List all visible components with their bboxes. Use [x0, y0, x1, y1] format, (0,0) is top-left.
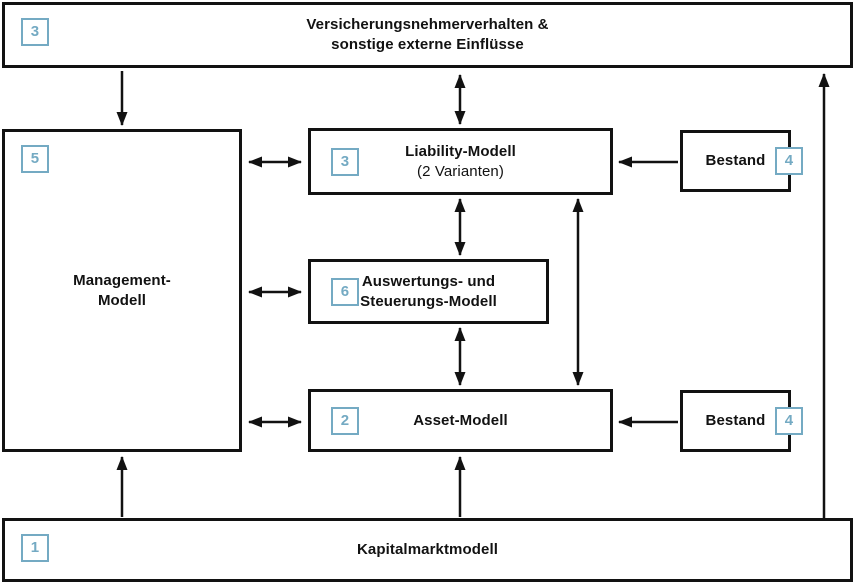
node-liability-modell: 3 Liability-Modell (2 Varianten) — [308, 128, 613, 195]
badge-kapitalmarkt: 1 — [21, 534, 49, 562]
label-line: Asset-Modell — [413, 411, 508, 429]
badge-external: 3 — [21, 18, 49, 46]
node-auswertungs-steuerungs-modell: 6 Auswertungs- und Steuerungs-Modell — [308, 259, 549, 324]
node-bestand-top-label: Bestand — [683, 151, 788, 171]
node-management-label: Management- Modell — [5, 271, 239, 311]
node-auswertung-label: Auswertungs- und Steuerungs-Modell — [311, 272, 546, 312]
badge-management: 5 — [21, 145, 49, 173]
node-bestand-bottom: 4 Bestand — [680, 390, 803, 452]
node-asset-label: Asset-Modell — [311, 411, 610, 431]
node-bestand-bottom-label: Bestand — [683, 411, 788, 431]
label-line: Steuerungs-Modell — [360, 292, 497, 310]
label-line: Management- — [73, 271, 171, 289]
badge-asset: 2 — [331, 406, 359, 435]
label-line: Bestand — [705, 412, 766, 429]
label-subtitle: (2 Varianten) — [417, 162, 504, 180]
node-kapitalmarktmodell: 1 Kapitalmarktmodell — [2, 518, 853, 582]
label-line: Auswertungs- und — [361, 272, 496, 290]
node-bestand-top: 4 Bestand — [680, 130, 803, 192]
node-external-label: Versicherungsnehmerverhalten & sonstige … — [5, 15, 850, 55]
badge-auswertung: 6 — [331, 277, 359, 306]
label-line: Kapitalmarktmodell — [356, 541, 498, 558]
label-line: Versicherungsnehmerverhalten & — [306, 16, 549, 33]
badge-bestand-bottom: 4 — [775, 407, 803, 435]
node-kapitalmarkt-label: Kapitalmarktmodell — [5, 540, 850, 560]
label-line: Bestand — [705, 152, 766, 169]
node-asset-modell: 2 Asset-Modell — [308, 389, 613, 452]
badge-liability: 3 — [331, 147, 359, 176]
node-external-influences: 3 Versicherungsnehmerverhalten & sonstig… — [2, 2, 853, 68]
label-line: Liability-Modell — [405, 142, 516, 160]
label-line: Modell — [97, 291, 147, 309]
badge-bestand-top: 4 — [775, 147, 803, 175]
node-liability-label: Liability-Modell (2 Varianten) — [311, 142, 610, 182]
label-line: sonstige externe Einflüsse — [331, 36, 524, 53]
node-management-modell: 5 Management- Modell — [2, 129, 242, 452]
